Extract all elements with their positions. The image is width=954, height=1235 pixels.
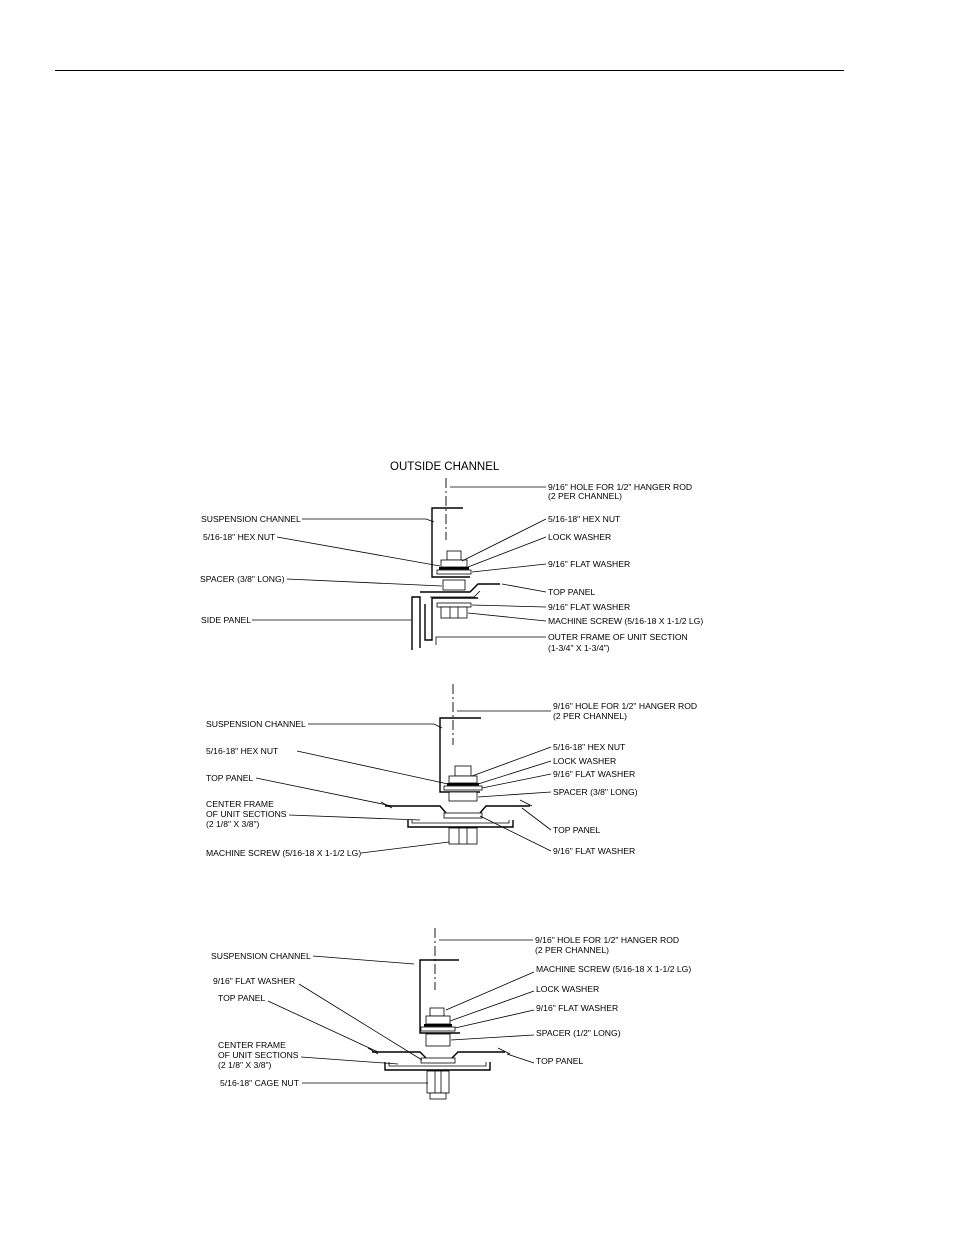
side-panel [411, 596, 421, 650]
label-suspension-channel: SUSPENSION CHANNEL [201, 514, 301, 524]
label-center-frame-size: (2 1/8" X 3/8") [218, 1060, 272, 1070]
screw-head [448, 827, 478, 845]
top-panel-right [479, 805, 530, 814]
lock-washer [439, 567, 469, 570]
label-center-frame: CENTER FRAME [206, 799, 274, 809]
cage-nut [426, 1070, 450, 1094]
header-rule [55, 70, 844, 71]
screw-tip [446, 550, 462, 561]
top-panel-left [385, 805, 447, 814]
label-flat-washer-bottom: 9/16" FLAT WASHER [553, 846, 635, 856]
label-cage-nut: 5/16-18" CAGE NUT [220, 1078, 300, 1088]
suspension-channel [419, 959, 460, 1034]
label-spacer: SPACER (1/2" LONG) [536, 1028, 621, 1038]
top-panel-right [451, 1051, 505, 1059]
top-panel-left [372, 1051, 427, 1059]
label-top-panel: TOP PANEL [548, 587, 596, 597]
spacer [448, 791, 478, 802]
label-outer-frame-size: (1-3/4" X 1-3/4") [548, 643, 610, 653]
label-hanger-hole: 9/16" HOLE FOR 1/2" HANGER ROD [535, 935, 679, 945]
label-hex-nut: 5/16-18" HEX NUT [203, 532, 276, 542]
screw-tip [454, 765, 472, 777]
label-hex-nut-right: 5/16-18" HEX NUT [553, 742, 626, 752]
label-hex-nut: 5/16-18" HEX NUT [206, 746, 279, 756]
label-center-frame-of: OF UNIT SECTIONS [218, 1050, 299, 1060]
label-top-panel-right: TOP PANEL [536, 1056, 584, 1066]
suspension-channel [431, 507, 470, 578]
label-center-frame: CENTER FRAME [218, 1040, 286, 1050]
label-spacer: SPACER (3/8" LONG) [200, 574, 285, 584]
diagram-title: OUTSIDE CHANNEL [390, 461, 500, 473]
label-center-frame-of: OF UNIT SECTIONS [206, 809, 287, 819]
diagram-outside-channel: OUTSIDE CHANNEL [200, 461, 703, 653]
center-frame [384, 1062, 491, 1071]
label-outer-frame: OUTER FRAME OF UNIT SECTION [548, 632, 688, 642]
label-machine-screw: MACHINE SCREW (5/16-18 X 1-1/2 LG) [536, 964, 691, 974]
flat-washer-bottom [443, 812, 483, 819]
diagram-center-channel-cage-nut: SUSPENSION CHANNEL 9/16" FLAT WASHER TOP… [211, 928, 691, 1100]
label-hanger-hole: 9/16" HOLE FOR 1/2" HANGER ROD [553, 701, 697, 711]
outer-frame [424, 597, 478, 641]
label-top-panel: TOP PANEL [218, 993, 266, 1003]
label-machine-screw: MACHINE SCREW (5/16-18 X 1-1/2 LG) [548, 616, 703, 626]
label-hanger-hole-count: (2 PER CHANNEL) [535, 945, 609, 955]
flat-washer-top [443, 785, 483, 791]
label-flat-washer-top: 9/16" FLAT WASHER [548, 559, 630, 569]
label-machine-screw: MACHINE SCREW (5/16-18 X 1-1/2 LG) [206, 848, 361, 858]
label-hanger-hole-count: (2 PER CHANNEL) [548, 491, 622, 501]
flat-washer-bottom [420, 1057, 456, 1064]
flat-washer-top [436, 569, 472, 575]
label-flat-washer-bottom: 9/16" FLAT WASHER [548, 602, 630, 612]
spacer [442, 579, 466, 591]
label-top-panel-right: TOP PANEL [553, 825, 601, 835]
center-frame [407, 820, 514, 828]
flat-washer-top [420, 1026, 456, 1032]
label-lock-washer: LOCK WASHER [548, 532, 611, 542]
flat-washer-bottom [436, 602, 472, 608]
label-top-panel: TOP PANEL [206, 773, 254, 783]
lock-washer [425, 1015, 451, 1025]
spacer [425, 1033, 451, 1047]
label-hanger-hole: 9/16" HOLE FOR 1/2" HANGER ROD [548, 482, 692, 492]
label-lock-washer: LOCK WASHER [536, 984, 599, 994]
label-spacer: SPACER (3/8" LONG) [553, 787, 638, 797]
hex-nut [448, 775, 478, 784]
label-flat-washer-right: 9/16" FLAT WASHER [536, 1003, 618, 1013]
label-lock-washer: LOCK WASHER [553, 756, 616, 766]
hex-nut [440, 559, 468, 568]
label-hanger-hole-count: (2 PER CHANNEL) [553, 711, 627, 721]
label-side-panel: SIDE PANEL [201, 615, 251, 625]
label-flat-washer-top: 9/16" FLAT WASHER [553, 769, 635, 779]
label-suspension-channel: SUSPENSION CHANNEL [211, 951, 311, 961]
diagram-center-channel-spacer: SUSPENSION CHANNEL 5/16-18" HEX NUT TOP … [206, 684, 697, 858]
label-flat-washer: 9/16" FLAT WASHER [213, 976, 295, 986]
label-center-frame-size: (2 1/8" X 3/8") [206, 819, 260, 829]
lock-washer [447, 783, 479, 786]
top-panel [420, 583, 500, 593]
screw-head [429, 1007, 445, 1017]
label-hex-nut-right: 5/16-18" HEX NUT [548, 514, 621, 524]
screw-head [440, 606, 468, 619]
label-suspension-channel: SUSPENSION CHANNEL [206, 719, 306, 729]
